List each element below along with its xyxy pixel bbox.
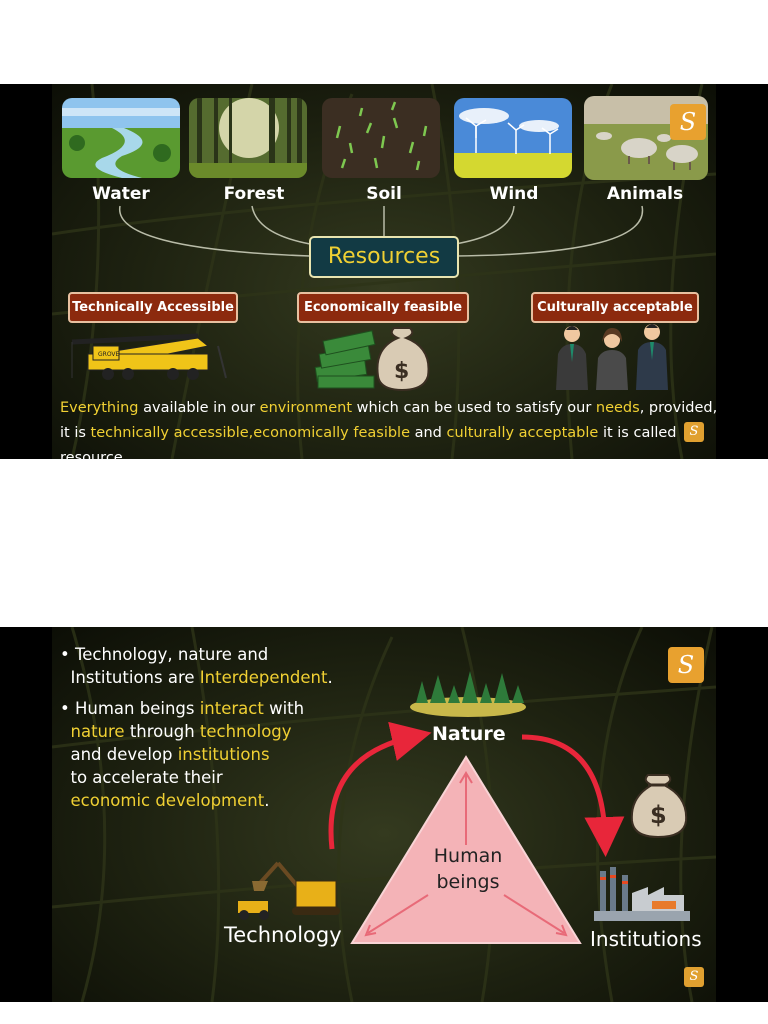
plain-text: which can be used to satisfy our: [352, 400, 596, 416]
plain-text: .: [327, 668, 333, 687]
wind-photo: [454, 98, 572, 178]
bullet-list: • Technology, nature and Institutions ar…: [60, 643, 360, 820]
definition-line-2: it is technically accessible,economicall…: [60, 421, 716, 459]
logo-badge-small: S: [684, 967, 704, 987]
money-bag-icon: $: [630, 774, 688, 839]
criteria-cultural: Culturally acceptable: [531, 292, 699, 323]
plain-text: Institutions are: [70, 668, 195, 687]
interdependence-diagram: [328, 721, 625, 944]
slide-resources-canvas: S Water Forest Soil Wind Animals Resourc…: [52, 84, 716, 459]
resource-label-water: Water: [92, 184, 150, 204]
plain-text: it is: [60, 425, 91, 441]
highlighted-text: nature: [70, 722, 125, 741]
resource-label-forest: Forest: [223, 184, 285, 204]
logo-badge: S: [668, 647, 704, 683]
slide-resources: S Water Forest Soil Wind Animals Resourc…: [0, 84, 768, 459]
money-bag-dollar-sign: $: [394, 359, 409, 384]
highlighted-text: technology: [199, 722, 292, 741]
highlighted-text: economic development: [70, 791, 265, 810]
plain-text: it is called resource.: [60, 425, 677, 459]
plain-text: • Human beings: [60, 699, 200, 718]
plain-text: with: [269, 699, 305, 718]
criteria-economic: Economically feasible: [297, 292, 469, 323]
highlighted-text: environment: [259, 400, 353, 416]
highlighted-text: technically accessible,: [90, 425, 254, 441]
plain-text: , provided,: [639, 400, 716, 416]
bullet-interaction: • Human beings interact with nature thro…: [60, 697, 360, 812]
connector-lines: [119, 205, 644, 257]
plain-text: through: [124, 722, 200, 741]
resources-box: Resources: [309, 236, 459, 278]
logo-badge-small: S: [684, 422, 704, 442]
bullet-interdependent: • Technology, nature and Institutions ar…: [60, 643, 360, 689]
nature-label: Nature: [432, 723, 506, 745]
human-beings-line-1: Human: [433, 845, 503, 867]
money-bag-dollar-sign: $: [650, 801, 667, 829]
plain-text: and: [410, 425, 447, 441]
nature-icon: [410, 671, 526, 717]
criteria-technical: Technically Accessible: [68, 292, 238, 323]
highlighted-text: interact: [199, 699, 264, 718]
slide-interdependence: • Technology, nature and Institutions ar…: [0, 627, 768, 1002]
human-beings-triangle: [350, 755, 582, 944]
plain-text: available in our: [138, 400, 260, 416]
highlighted-text: Everything: [60, 400, 139, 416]
resource-label-wind: Wind: [489, 184, 539, 204]
crane-brand-text: GROVE: [98, 351, 120, 358]
highlighted-text: culturally acceptable: [446, 425, 599, 441]
excavator-icon: [238, 861, 340, 920]
people-icon: [556, 324, 668, 390]
logo-badge: S: [670, 104, 706, 140]
slide-interdependence-canvas: • Technology, nature and Institutions ar…: [52, 627, 716, 1002]
human-beings-label: Human beings: [432, 843, 504, 895]
highlighted-text: institutions: [177, 745, 270, 764]
arrow-nature-to-institutions: [521, 734, 625, 857]
resource-label-soil: Soil: [366, 184, 402, 204]
money-icon: $: [314, 327, 430, 392]
plain-text: and develop: [70, 745, 173, 764]
soil-photo: [322, 98, 440, 178]
definition-line-1: Everything available in our environment …: [60, 396, 716, 421]
plain-text: to accelerate their: [70, 768, 223, 787]
animals-photo: S: [584, 96, 708, 180]
technology-label: Technology: [224, 923, 342, 947]
water-photo: [62, 98, 180, 178]
institutions-label: Institutions: [590, 927, 702, 951]
plain-text: .: [264, 791, 270, 810]
resource-label-animals: Animals: [606, 184, 684, 204]
arrow-technology-to-nature: [328, 721, 432, 850]
highlighted-text: economically feasible: [253, 425, 410, 441]
highlighted-text: needs: [595, 400, 640, 416]
highlighted-text: Interdependent: [199, 668, 328, 687]
crane-icon: GROVE: [71, 333, 227, 380]
human-beings-line-2: beings: [436, 871, 500, 893]
forest-photo: [189, 98, 307, 178]
resource-definition: Everything available in our environment …: [60, 396, 716, 459]
grass-background: [52, 84, 716, 459]
factory-icon: [594, 867, 690, 921]
plain-text: • Technology, nature and: [60, 645, 269, 664]
